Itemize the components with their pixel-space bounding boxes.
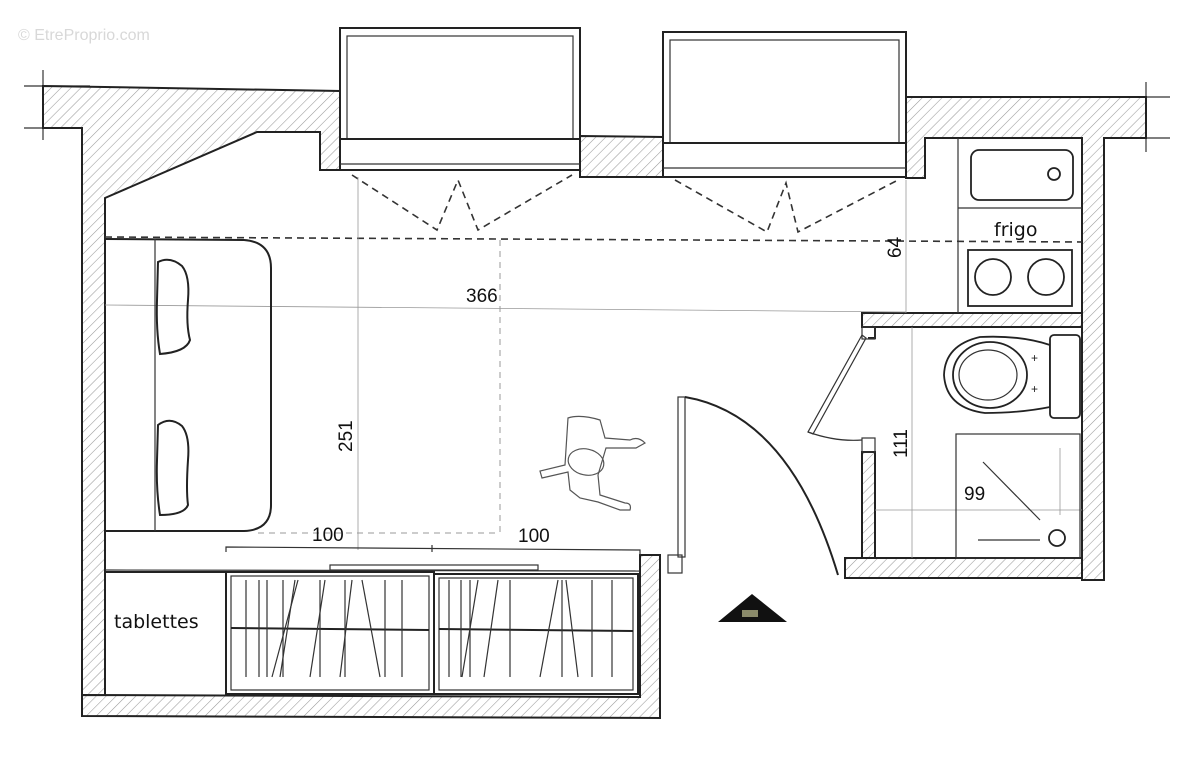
wall-bathroom-top bbox=[861, 312, 1083, 328]
shelves-label: tablettes bbox=[114, 611, 199, 633]
wall-pier bbox=[579, 134, 664, 178]
dim-closet-right: 100 bbox=[518, 526, 550, 547]
sink bbox=[970, 149, 1074, 201]
dim-closet-left: 100 bbox=[312, 525, 344, 546]
kitchenette bbox=[957, 138, 1082, 313]
svg-text:+: + bbox=[1031, 382, 1038, 396]
watermark: © EtreProprio.com bbox=[18, 27, 150, 44]
walls bbox=[42, 84, 1147, 720]
svg-text:+: + bbox=[1031, 351, 1038, 365]
dim-depth: 251 bbox=[336, 420, 357, 452]
entrance-arrow-icon-inner bbox=[742, 610, 758, 617]
drain-icon bbox=[1047, 167, 1061, 181]
dimension-lines bbox=[104, 177, 1082, 558]
shower-drain-icon bbox=[1048, 529, 1066, 547]
wall-bottom bbox=[81, 554, 661, 720]
wall-top-right bbox=[905, 96, 1147, 581]
dim-bathroom-width: 111 bbox=[891, 429, 912, 458]
pillow-icon bbox=[155, 258, 192, 356]
armchair bbox=[539, 415, 646, 511]
burner-icon bbox=[1027, 258, 1065, 296]
bathroom: + + bbox=[807, 326, 1081, 559]
soffit-line bbox=[104, 236, 1083, 243]
shower-tray bbox=[955, 433, 1081, 559]
window-right bbox=[662, 31, 907, 234]
window-left bbox=[339, 27, 581, 232]
closet bbox=[104, 564, 641, 695]
entrance-door[interactable] bbox=[667, 396, 839, 576]
dim-length: 366 bbox=[466, 286, 498, 307]
hangers bbox=[245, 579, 613, 678]
burner-icon bbox=[974, 258, 1012, 296]
wall-bathroom-left bbox=[861, 451, 876, 559]
dim-kitchen-depth: 64 bbox=[885, 236, 906, 258]
pillow-icon bbox=[155, 419, 190, 517]
bed bbox=[104, 238, 272, 532]
wall-bathroom-bottom bbox=[844, 557, 1083, 579]
cistern bbox=[1049, 334, 1081, 419]
fridge-label: frigo bbox=[994, 219, 1037, 241]
dim-shower: 99 bbox=[964, 484, 985, 505]
entrance-arrow-icon bbox=[718, 594, 787, 622]
bathroom-door bbox=[807, 334, 867, 435]
